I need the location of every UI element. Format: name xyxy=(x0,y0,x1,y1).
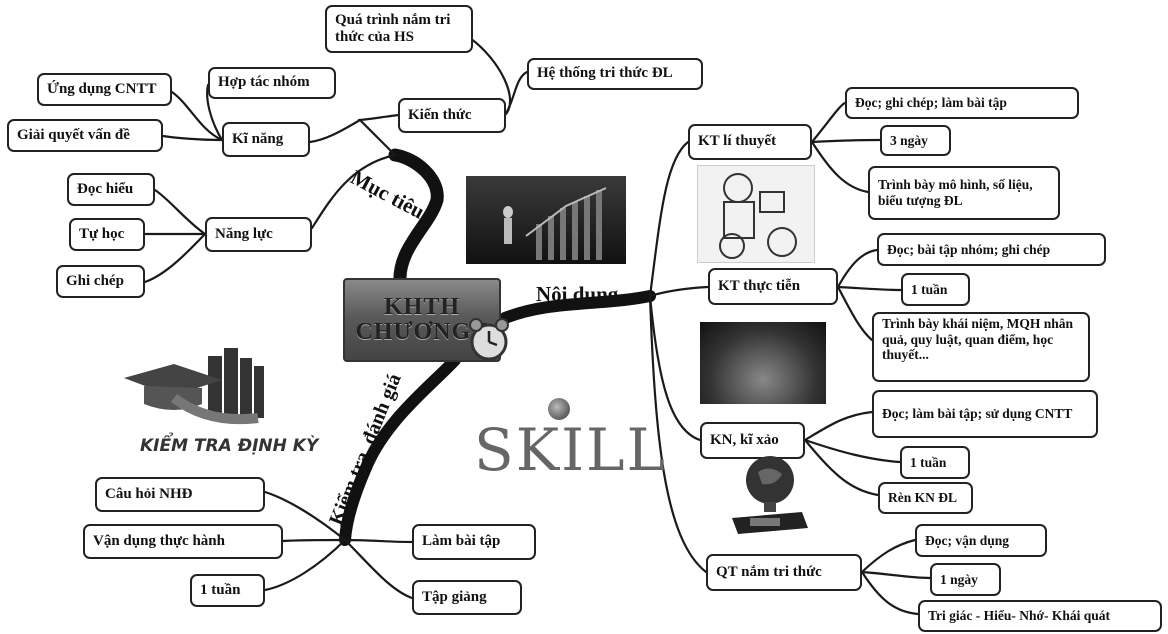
alarm-clock-icon xyxy=(466,316,512,364)
central-topic-line2: CHƯƠNG I xyxy=(355,319,489,345)
professor-cartoon-image xyxy=(697,165,815,263)
skill-logo: SKILL xyxy=(474,416,668,484)
node-kt-li-thuyet: KT lí thuyết xyxy=(688,124,812,160)
node-tt-doc: Đọc; bài tập nhóm; ghi chép xyxy=(877,233,1106,266)
graduation-cap-books-image xyxy=(118,338,278,434)
branch-muc-tieu-line xyxy=(388,148,444,289)
node-kn-time: 1 tuần xyxy=(900,446,970,479)
node-he-thong: Hệ thống tri thức ĐL xyxy=(527,58,703,90)
node-ung-dung: Ứng dụng CNTT xyxy=(37,73,172,106)
node-van-dung: Vận dụng thực hành xyxy=(83,524,283,559)
node-giai-quyet: Giải quyết vấn đề xyxy=(7,119,163,152)
node-hop-tac: Hợp tác nhóm xyxy=(208,67,336,99)
kiem-tra-dinh-ky-caption: KIỂM TRA ĐỊNH KỲ xyxy=(140,436,319,456)
node-qt-nam: QT nắm tri thức xyxy=(706,554,862,591)
node-kn-ki-xao: KN, kĩ xảo xyxy=(700,422,805,459)
node-doc-hieu: Đọc hiểu xyxy=(67,173,155,206)
node-nang-luc: Năng lực xyxy=(205,217,312,252)
globe-scale-image xyxy=(718,452,816,538)
globe-icon xyxy=(548,398,570,420)
branch-noi-dung-line xyxy=(499,290,656,324)
classroom-photo-image xyxy=(700,322,826,404)
node-lt-time: 3 ngày xyxy=(880,125,951,156)
node-qt-doc: Đọc; vận dụng xyxy=(915,524,1047,557)
node-lt-doc: Đọc; ghi chép; làm bài tập xyxy=(845,87,1079,119)
node-ghi-chep: Ghi chép xyxy=(56,265,145,298)
node-qt-tri-giac: Tri giác - Hiểu- Nhớ- Khái quát xyxy=(918,600,1162,632)
node-kt-time: 1 tuần xyxy=(190,574,265,607)
node-qua-trinh: Quá trình nắm tri thức của HS xyxy=(325,5,473,53)
node-qt-time: 1 ngày xyxy=(930,563,1001,596)
node-ki-nang: Kĩ năng xyxy=(222,122,310,157)
node-cau-hoi: Câu hỏi NHĐ xyxy=(95,477,265,512)
central-topic-line1: KHTH xyxy=(383,293,460,320)
branch-label-noi-dung: Nội dung xyxy=(536,282,619,306)
node-tt-trinh-bay: Trình bày khái niệm, MQH nhân quả, quy l… xyxy=(872,312,1090,382)
node-tu-hoc: Tự học xyxy=(69,218,145,251)
node-tt-time: 1 tuần xyxy=(901,273,970,306)
node-kt-thuc-tien: KT thực tiễn xyxy=(708,268,838,305)
branch-kiem-tra-line xyxy=(339,354,461,546)
node-kien-thuc: Kiến thức xyxy=(398,98,506,133)
node-kn-doc: Đọc; làm bài tập; sử dụng CNTT xyxy=(872,390,1098,438)
business-chart-image xyxy=(466,176,626,264)
node-tap-giang: Tập giảng xyxy=(412,580,522,615)
node-kn-ren: Rèn KN ĐL xyxy=(878,482,973,514)
node-lam-bai-tap: Làm bài tập xyxy=(412,524,536,560)
node-lt-trinh-bay: Trình bày mô hình, số liệu, biểu tượng Đ… xyxy=(868,166,1060,220)
